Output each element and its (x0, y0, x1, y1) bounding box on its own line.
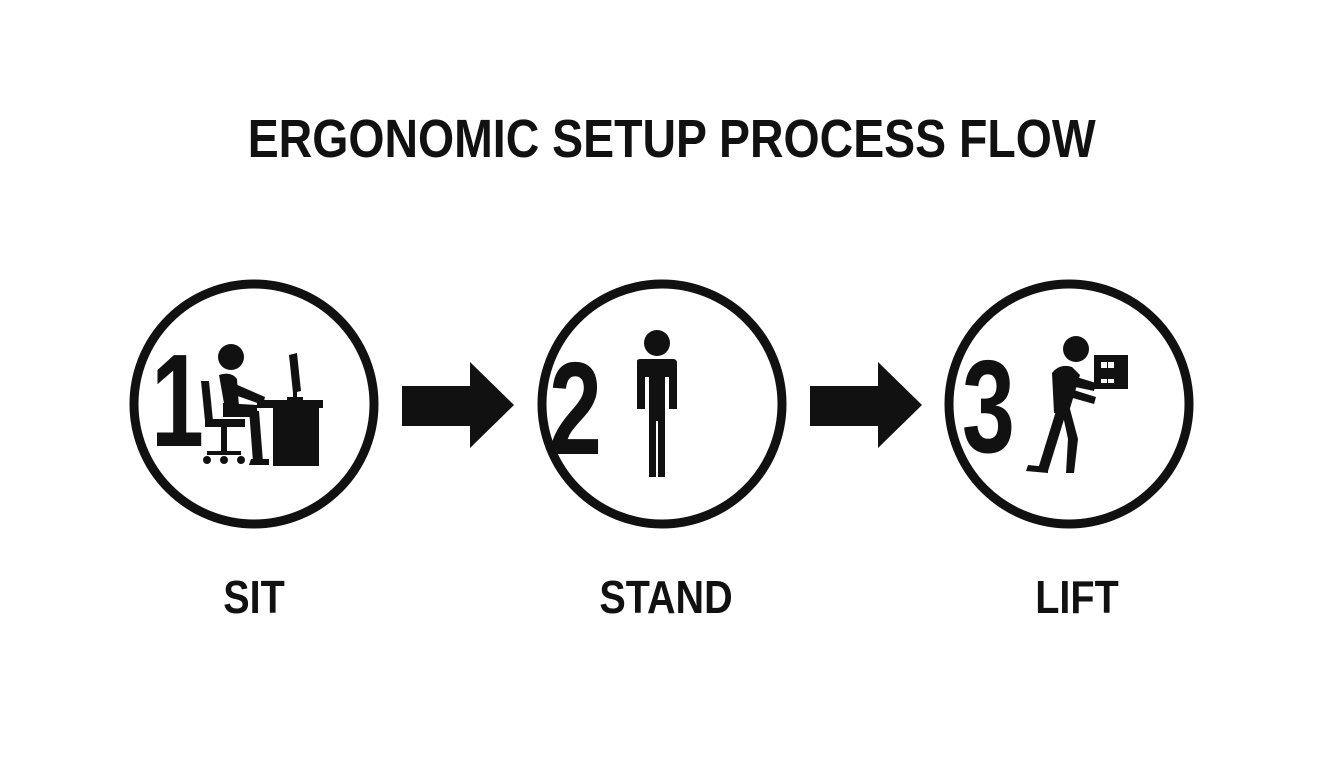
diagram-title: ERGONOMIC SETUP PROCESS FLOW (247, 109, 1096, 169)
step-2-number: 2 (549, 335, 602, 482)
person-at-desk-icon (201, 344, 323, 466)
step-1-number: 1 (151, 327, 204, 474)
step-2-circle: 2 (537, 279, 787, 529)
arrow-right-icon (402, 362, 514, 448)
step-2-label: STAND (599, 571, 733, 623)
step-1-circle: 1 (129, 279, 379, 529)
step-1-label: SIT (223, 571, 285, 623)
step-3-label: LIFT (1035, 571, 1119, 623)
step-3-number: 3 (962, 333, 1015, 480)
step-3-circle: 3 (944, 279, 1194, 529)
arrow-right-icon (810, 362, 922, 448)
standing-person-icon (637, 330, 677, 477)
person-lifting-box-icon (1026, 336, 1128, 473)
